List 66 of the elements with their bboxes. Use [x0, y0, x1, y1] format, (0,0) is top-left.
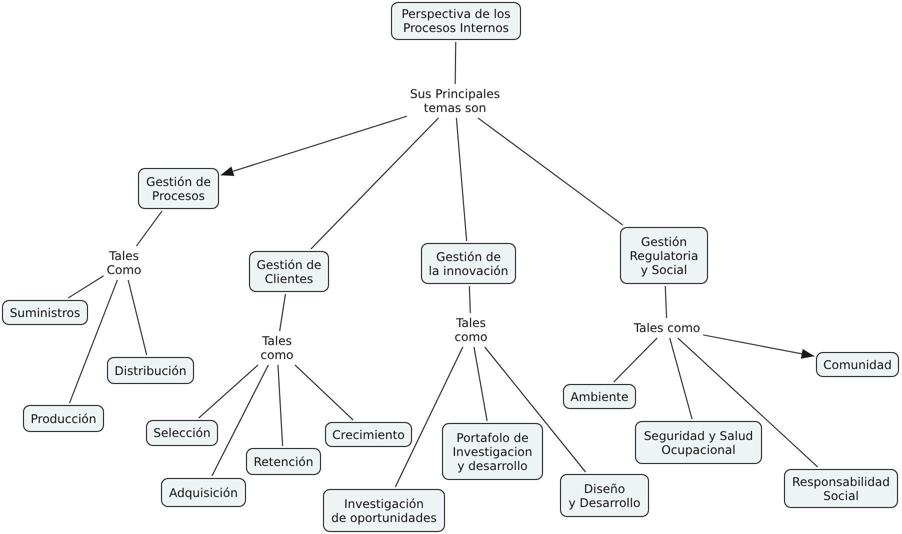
connector-line: [310, 118, 439, 250]
connector-line: [128, 280, 148, 356]
concept-box: [2, 300, 88, 325]
arrow: [220, 116, 408, 176]
concept-box: [560, 474, 649, 517]
connector-line: [474, 346, 488, 422]
connector-line: [69, 280, 118, 404]
connector-line: [669, 338, 693, 420]
concept-label: Distribución: [114, 364, 186, 378]
connector-line: [478, 118, 624, 226]
connector-line: [68, 275, 104, 298]
concept-label: Investigación de oportunidades: [331, 496, 437, 524]
concept-label: Adquisición: [169, 486, 238, 500]
connector-line: [136, 210, 163, 246]
concept-label: Gestión de la innovación: [428, 250, 508, 278]
concept-box: [620, 227, 708, 284]
connector-line: [456, 118, 468, 242]
linking-phrase: Tales Como: [106, 249, 142, 277]
concept-box: [563, 384, 636, 409]
concept-box: [138, 168, 219, 209]
connector-line: [613, 338, 658, 382]
concept-box: [816, 352, 899, 377]
concept-box: [107, 357, 194, 384]
connector-line: [294, 364, 354, 420]
concept-label: Perspectiva de los Procesos Internos: [401, 7, 511, 35]
connector-line: [454, 42, 456, 84]
concept-box: [635, 421, 762, 464]
arrow: [702, 334, 814, 359]
concept-label: Diseño y Desarrollo: [568, 482, 640, 510]
concept-box: [249, 251, 329, 292]
connector-line: [394, 346, 464, 488]
concept-box: [161, 478, 246, 507]
concept-box: [246, 448, 321, 475]
concept-label: Producción: [30, 412, 96, 426]
connector-line: [198, 364, 258, 418]
concept-box: [325, 422, 412, 447]
concept-label: Retención: [254, 454, 314, 468]
concept-label: Gestión de Clientes: [256, 258, 322, 286]
connector-line: [484, 346, 586, 472]
connector-line: [211, 364, 269, 476]
concept-label: Selección: [153, 426, 211, 440]
concept-box: [784, 469, 898, 508]
concept-label: Portafolo de Investigacion y desarrollo: [452, 430, 532, 472]
connector-line: [279, 294, 286, 332]
concept-label: Crecimiento: [332, 428, 405, 442]
connector-line: [277, 364, 284, 446]
concept-box: [146, 420, 218, 446]
linking-phrase: Tales como: [260, 334, 294, 362]
concept-label: Gestión de Procesos: [146, 174, 211, 202]
concept-label: Ambiente: [570, 390, 628, 404]
concept-box: [421, 243, 516, 284]
concept-label: Gestión Regulatoria y Social: [630, 234, 698, 276]
concept-label: Suministros: [10, 306, 80, 320]
concept-box: [442, 423, 543, 480]
concept-label: Seguridad y Salud Ocupacional: [644, 428, 754, 456]
concept-box: [323, 489, 445, 532]
connector-line: [468, 286, 471, 314]
connector-line: [664, 286, 668, 318]
linking-phrase: Sus Principales temas son: [410, 87, 500, 115]
concept-label: Responsabilidad Social: [792, 474, 890, 502]
connector-line: [677, 338, 818, 468]
linking-phrase: Tales como: [454, 316, 488, 344]
linking-phrase: Tales como: [634, 321, 700, 335]
concept-box: [23, 405, 104, 432]
concept-label: Comunidad: [823, 358, 892, 372]
concept-box: [391, 2, 521, 40]
